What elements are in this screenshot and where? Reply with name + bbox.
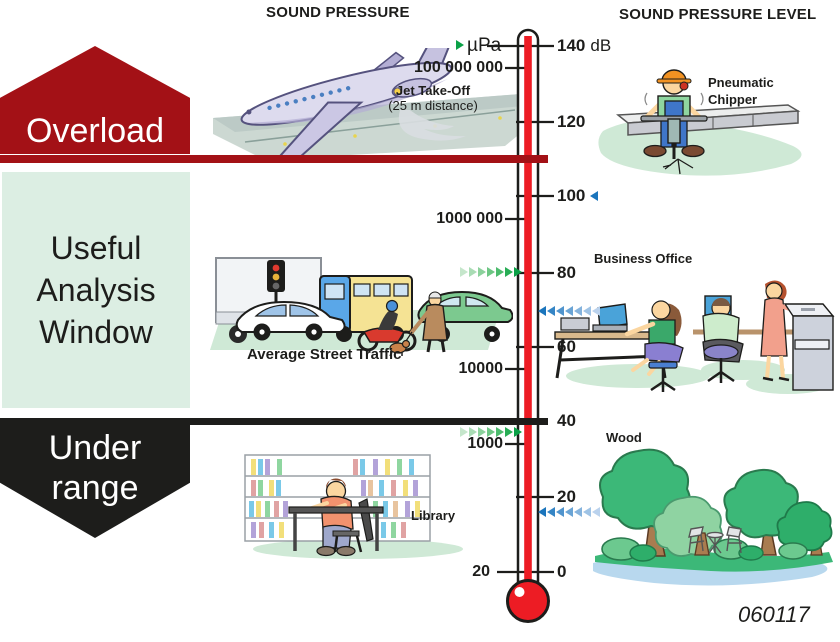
- blue-arrow-icon: [592, 507, 600, 517]
- scale-ticks: [487, 44, 554, 574]
- green-arrow-icon: [496, 267, 504, 277]
- sound-pressure-level-title: SOUND PRESSURE LEVEL: [619, 6, 817, 23]
- upa-100000000-label: 100 000 000: [414, 59, 503, 76]
- green-arrow-icon: [514, 427, 522, 437]
- under-line1: Under: [48, 429, 142, 467]
- green-arrow-icon: [478, 427, 486, 437]
- green-arrows-80db: [460, 267, 523, 277]
- pneumatic-chipper-illustration: [598, 69, 802, 176]
- traffic-label: Average Street Traffic: [247, 346, 402, 363]
- db-60-label: 60: [557, 337, 576, 356]
- chipper-label-line2: Chipper: [708, 92, 758, 107]
- jet-label-line1: Jet Take-Off: [395, 83, 471, 98]
- reference-code: 060117: [738, 602, 810, 627]
- db-0-label: 0: [557, 562, 567, 581]
- db-80-label: 80: [557, 263, 576, 282]
- blue-arrows-70db: [538, 306, 601, 316]
- blue-arrow-icon: [565, 306, 573, 316]
- upa-10000-label: 10000: [458, 360, 504, 377]
- green-arrow-icon: [460, 427, 468, 437]
- green-arrow-icon: [456, 40, 464, 50]
- upa-1000000-label: 1000 000: [436, 210, 503, 227]
- blue-arrow-icon: [565, 507, 573, 517]
- jet-label-line2: (25 m distance): [388, 98, 478, 113]
- green-arrow-icon: [505, 427, 513, 437]
- airplane: [240, 48, 461, 160]
- jet-label: Jet Take-Off (25 m distance): [383, 83, 483, 113]
- blue-arrow-icon: [592, 306, 600, 316]
- useful-line3: Window: [39, 314, 153, 350]
- street-traffic-illustration: [210, 257, 513, 357]
- library-illustration: [244, 454, 463, 559]
- pressure-unit-label: µPa: [467, 35, 502, 56]
- pedestrian-with-dog: [389, 291, 448, 357]
- jet-takeoff-illustration: [213, 48, 527, 160]
- blue-arrow-icon: [590, 191, 599, 201]
- green-arrow-icon: [487, 427, 495, 437]
- db-120-label: 120: [557, 112, 586, 131]
- upa-20-label: 20: [472, 563, 490, 580]
- chipper-label-line1: Pneumatic: [708, 75, 774, 90]
- blue-arrow-icon: [556, 507, 564, 517]
- thermometer-bulb: [506, 579, 550, 623]
- business-office-illustration: [554, 280, 835, 394]
- useful-analysis-window-zone: Useful Analysis Window: [2, 172, 190, 408]
- worker: [640, 69, 708, 159]
- seated-man: [702, 298, 744, 383]
- under-range-limit-line: [0, 418, 548, 425]
- green-arrows-40db: [460, 427, 523, 437]
- blue-arrow-icon: [547, 306, 555, 316]
- db-20-label: 20: [557, 487, 576, 506]
- office-label: Business Office: [594, 251, 693, 266]
- library-label: Library: [411, 508, 456, 523]
- db-40-label: 40: [557, 411, 576, 430]
- level-unit-label: dB: [590, 36, 612, 55]
- green-arrow-icon: [496, 427, 504, 437]
- green-arrow-icon: [469, 427, 477, 437]
- chipper-label: Pneumatic Chipper: [708, 74, 774, 108]
- overload-zone: Overload: [0, 46, 190, 154]
- thermometer: [487, 28, 554, 623]
- green-arrow-icon: [460, 267, 468, 277]
- sound-pressure-title: SOUND PRESSURE: [266, 4, 410, 21]
- useful-line2: Analysis: [36, 272, 156, 308]
- motorcycle: [357, 299, 417, 352]
- standing-woman: [760, 280, 804, 382]
- under-line2: range: [51, 469, 139, 507]
- bulb-highlight: [514, 587, 525, 597]
- blue-arrows-15db: [538, 507, 601, 517]
- green-arrow-icon: [478, 267, 486, 277]
- green-arrow-icon: [514, 267, 522, 277]
- blue-arrow-icon: [538, 507, 546, 517]
- useful-line1: Useful: [50, 230, 142, 266]
- blue-arrow-icon: [583, 306, 591, 316]
- db-100-label: 100: [557, 186, 599, 206]
- overload-limit-line: [0, 155, 548, 163]
- blue-arrow-icon: [574, 306, 582, 316]
- blue-arrow-icon: [574, 507, 582, 517]
- wood-illustration: [593, 448, 833, 586]
- mercury-column: [524, 36, 532, 596]
- blue-arrow-icon: [556, 306, 564, 316]
- seated-woman: [624, 300, 684, 392]
- garden-furniture: [688, 526, 742, 554]
- blue-arrow-icon: [583, 507, 591, 517]
- overload-label: Overload: [26, 112, 164, 150]
- copier: [783, 303, 835, 391]
- under-range-zone: Under range: [0, 418, 190, 538]
- blue-arrow-icon: [547, 507, 555, 517]
- upa-1000-label: 1000: [467, 435, 503, 452]
- green-arrow-icon: [469, 267, 477, 277]
- books: [249, 459, 420, 538]
- blue-arrow-icon: [538, 306, 546, 316]
- green-arrow-icon: [487, 267, 495, 277]
- db-140-label: 140 dB: [557, 36, 612, 55]
- green-arrow-icon: [505, 267, 513, 277]
- wood-label: Wood: [606, 430, 642, 445]
- upa-marker-arrow: [456, 40, 465, 50]
